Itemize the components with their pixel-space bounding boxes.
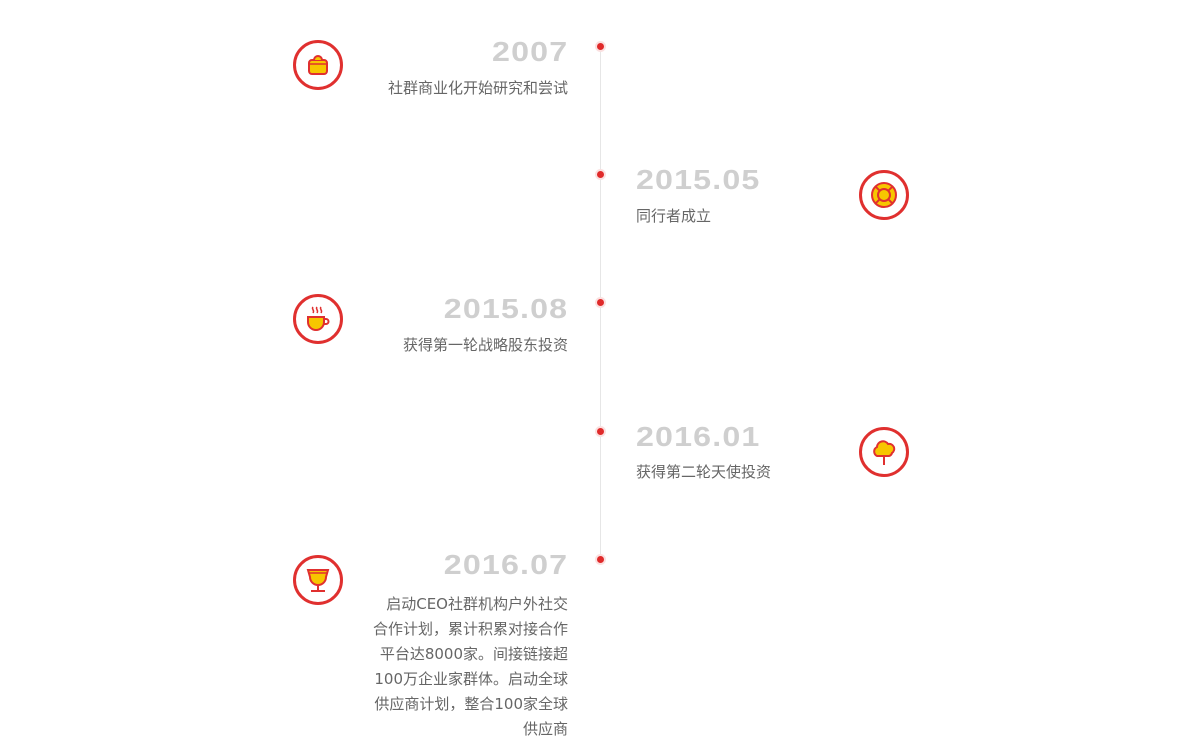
tree-icon bbox=[859, 427, 909, 477]
timeline-dot bbox=[595, 554, 606, 565]
coffee-icon bbox=[293, 294, 343, 344]
timeline-dot bbox=[595, 169, 606, 180]
timeline-year: 2016.07 bbox=[443, 549, 568, 580]
timeline-description: 启动CEO社群机构户外社交合作计划，累计积累对接合作平台达8000家。间接链接超… bbox=[372, 595, 568, 738]
timeline-year: 2015.08 bbox=[443, 293, 568, 324]
timeline-description: 社群商业化开始研究和尝试 bbox=[387, 79, 568, 97]
timeline-year: 2016.01 bbox=[636, 421, 761, 452]
pot-icon bbox=[293, 40, 343, 90]
timeline-dot bbox=[595, 297, 606, 308]
timeline-dot bbox=[595, 41, 606, 52]
timeline-dot bbox=[595, 426, 606, 437]
timeline-year: 2015.05 bbox=[636, 164, 761, 195]
lifebuoy-icon bbox=[859, 170, 909, 220]
timeline-year: 2007 bbox=[491, 36, 568, 67]
timeline-description: 获得第一轮战略股东投资 bbox=[402, 336, 568, 354]
wine-glass-icon bbox=[293, 555, 343, 605]
timeline-description: 同行者成立 bbox=[636, 207, 712, 225]
timeline-description: 获得第二轮天使投资 bbox=[636, 463, 772, 481]
